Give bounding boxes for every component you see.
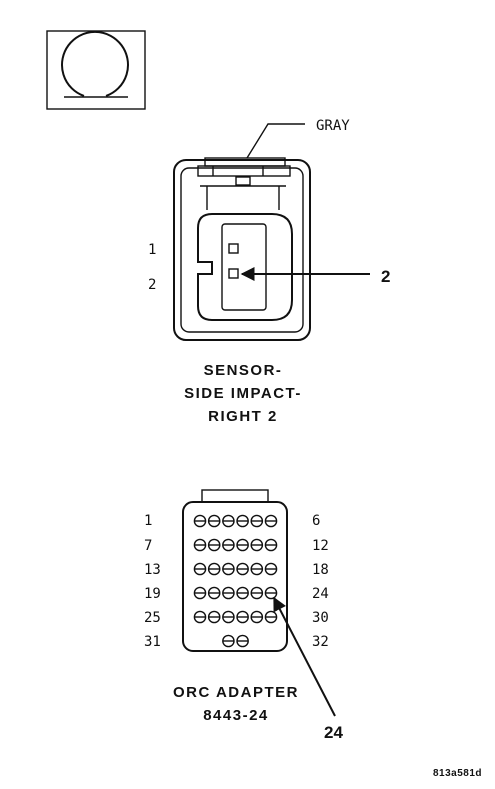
sensor-title: SENSOR- SIDE IMPACT- RIGHT 2	[184, 362, 302, 425]
adapter-pin-24	[264, 586, 278, 600]
adapter-row-left-6: 31	[144, 634, 161, 650]
adapter-callout-arrow	[273, 596, 336, 717]
adapter-row-left-4: 19	[144, 586, 161, 602]
adapter-title-line-1: ORC ADAPTER	[173, 684, 299, 701]
sensor-title-line-2: SIDE IMPACT-	[184, 385, 302, 402]
adapter-pin-26	[207, 610, 221, 624]
adapter-row-right-2: 12	[312, 538, 329, 554]
adapter-pin-29	[250, 610, 264, 624]
adapter-pin-25	[193, 610, 207, 624]
adapter-row-left-2: 7	[144, 538, 152, 554]
adapter-row-left-5: 25	[144, 610, 161, 626]
connector-view-circle-icon	[46, 30, 146, 110]
adapter-key	[201, 489, 269, 503]
adapter-pin-32	[236, 634, 249, 648]
adapter-pin-9	[222, 538, 235, 552]
adapter-row-right-5: 30	[312, 610, 329, 626]
adapter-row-right-4: 24	[312, 586, 329, 602]
adapter-pin-4	[236, 514, 249, 528]
adapter-row-left-1: 1	[144, 513, 152, 529]
adapter-pin-11	[250, 538, 264, 552]
sensor-title-line-3: RIGHT 2	[208, 408, 278, 425]
sensor-pin-label-1: 1	[148, 242, 156, 258]
adapter-pin-1	[193, 514, 207, 528]
adapter-pin-23	[250, 586, 264, 600]
adapter-row-right-3: 18	[312, 562, 329, 578]
adapter-pin-31	[222, 634, 235, 648]
terminal-1	[228, 243, 239, 254]
adapter-pin-8	[207, 538, 221, 552]
adapter-pin-14	[207, 562, 221, 576]
figure-code: 813a581d	[433, 768, 482, 779]
adapter-title-line-2: 8443-24	[203, 707, 269, 724]
adapter-pin-6	[264, 514, 278, 528]
adapter-pin-13	[193, 562, 207, 576]
adapter-row-labels: 1 7 13 19 25 31 6 12 18 24 30 32	[144, 513, 329, 650]
adapter-pin-5	[250, 514, 264, 528]
adapter-pin-27	[222, 610, 235, 624]
adapter-pin-22	[236, 586, 249, 600]
adapter-pin-28	[236, 610, 249, 624]
latch	[197, 157, 291, 210]
sensor-pin-label-2: 2	[148, 277, 156, 293]
adapter-callout-label: 24	[324, 723, 343, 742]
adapter-row-right-1: 6	[312, 513, 320, 529]
adapter-pin-30	[264, 610, 278, 624]
adapter-pin-7	[193, 538, 207, 552]
adapter-pin-10	[236, 538, 249, 552]
adapter-pin-21	[222, 586, 235, 600]
adapter-pin-grid	[193, 514, 278, 648]
adapter-pin-16	[236, 562, 249, 576]
wire-color-label: GRAY	[316, 118, 350, 134]
adapter-pin-20	[207, 586, 221, 600]
adapter-title: ORC ADAPTER 8443-24	[173, 684, 299, 724]
adapter-pin-12	[264, 538, 278, 552]
sensor-side-impact-connector	[173, 157, 311, 341]
adapter-row-right-6: 32	[312, 634, 329, 650]
adapter-pin-18	[264, 562, 278, 576]
orc-adapter-connector	[182, 489, 288, 652]
terminal-2	[228, 268, 239, 279]
adapter-pin-2	[207, 514, 221, 528]
adapter-pin-19	[193, 586, 207, 600]
sensor-title-line-1: SENSOR-	[204, 362, 283, 379]
adapter-pin-3	[222, 514, 235, 528]
wire-color-leader	[246, 123, 305, 159]
adapter-pin-15	[222, 562, 235, 576]
adapter-row-left-3: 13	[144, 562, 161, 578]
sensor-callout-label: 2	[381, 267, 390, 286]
adapter-pin-17	[250, 562, 264, 576]
